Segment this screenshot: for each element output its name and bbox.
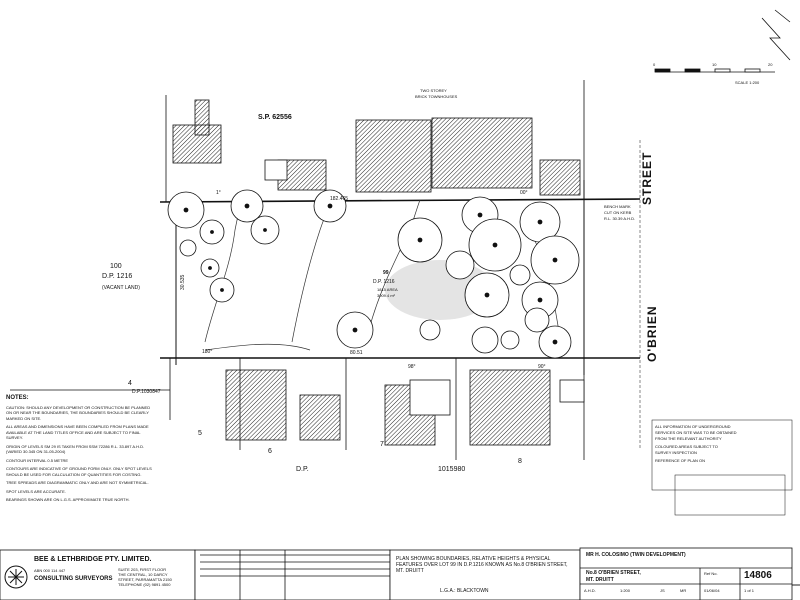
legend-line: SERVICES ON SITE WAS TO BE OBTAINED [655,430,737,435]
client-name: MR H. COLOSIMO (TWIN DEVELOPMENT) [586,552,686,558]
note-item: CONTOURS ARE INDICATIVE OF GROUND FORM O… [6,466,152,477]
two-storey-sub-label: BRICK TOWNHOUSES [415,94,458,99]
legend-list-frame [674,474,786,516]
scale-tick-0: 0 [653,62,656,67]
street-name-obrien: O'BRIEN [645,305,659,362]
bench-mark-line1: BENCH MARK [604,204,631,209]
bottom-dp-number: 1015980 [438,466,466,473]
title-block-frame [0,547,793,600]
legend-line: ALL INFORMATION OF UNDERGROUND [655,424,731,429]
date-value: 01/06/04 [704,588,720,593]
bench-mark-line3: R.L. 30.39 A.H.D. [604,216,636,221]
drawn-value: JS [660,588,665,593]
company-subtitle: CONSULTING SURVEYORS [34,576,113,582]
datum-value: A.H.D. [584,588,596,593]
legend-frame [651,419,793,491]
company-acn: ABN 000 114 447 [34,568,66,573]
legend-line: SURVEY INSPECTION [655,450,697,455]
adjoining-buildings [172,99,585,446]
scale-value: 1:200 [620,588,631,593]
adjoining-lot-number: 100 [110,263,122,270]
street-name-label: STREET [640,151,654,205]
company-name: BEE & LETHBRIDGE PTY. LIMITED. [34,556,152,563]
lot4-dp: D.P.1030847 [132,389,161,395]
note-item: TREE SPREADS ARE DIAGRAMMATIC ONLY AND A… [6,480,149,485]
adjoining-lot-status: (VACANT LAND) [102,285,140,291]
company-address: THE CENTRAL, 10 DARCY [118,572,168,577]
two-storey-label: TWO STOREY [420,88,447,93]
left-side-dimension: 30.535 [180,274,186,290]
company-logo [4,565,28,589]
checked-value: MR [680,588,687,593]
site-address-line1: No.8 O'BRIEN STREET, [586,570,641,576]
top-boundary-dimension: 182.465 [330,196,349,202]
bottom-angle-mid: 98° [408,364,416,370]
lot-number: 99 [383,270,389,276]
bottom-dp-label: D.P. [296,466,309,473]
left-angle: 1° [216,190,221,196]
company-address: STREET, PARRAMATTA 2150 [118,577,172,582]
lga-label: L.G.A.: BLACKTOWN [440,588,489,594]
top-angle: 00° [520,190,528,196]
legend-line: FROM THE RELEVANT AUTHORITY [655,436,722,441]
lot-dp: D.P. 1216 [373,279,395,285]
site-address-line2: MT. DRUITT [586,577,614,583]
lot-8-label: 8 [518,458,522,465]
scale-tick-20: 20 [768,62,773,67]
tree-canopies [167,189,580,359]
company-address: SUITE 203, FIRST FLOOR [118,567,167,572]
sheet-value: 1 of 1 [744,588,755,593]
notes-heading: NOTES: [6,395,29,401]
legend-line: COLOURED AREAS SUBJECT TO [655,444,718,449]
scale-bar [654,68,775,73]
note-item: SPOT LEVELS ARE ACCURATE. [6,488,66,494]
note-item: BEARINGS SHOWN ARE ON L.G.S. APPROXIMATE… [6,497,130,502]
lot-6-label: 6 [268,448,272,455]
lot4-label: 4 [128,380,132,387]
adjoining-lot-dp: D.P. 1216 [102,273,133,280]
lot-area-label: 1815 AREA [377,287,398,292]
notes-block: NOTES: CAUTION: SHOULD ANY DEVELOPMENT O… [6,395,156,506]
ref-number: 14806 [744,570,772,581]
note-item: CONTOUR INTERVAL 0.5 METRE [6,457,69,463]
plan-description: PLAN SHOWING BOUNDARIES, RELATIVE HEIGHT… [396,556,568,574]
note-item: CAUTION: SHOULD ANY DEVELOPMENT OR CONST… [6,404,151,421]
company-address: TELEPHONE (02) 9891 4500 [118,582,171,587]
note-item: ORIGIN OF LEVELS SM 29 IS TAKEN FROM SSM… [6,443,145,455]
scale-tick-10: 10 [712,62,717,67]
note-item: ALL AREAS AND DIMENSIONS HAVE BEEN COMPI… [6,424,149,440]
bottom-angle-right: 90° [538,364,546,370]
legend-line: REFERENCE OF PLAN ON [655,458,706,463]
bottom-angle-left: 180° [202,349,213,355]
scale-label: SCALE 1:200 [735,80,760,85]
lot-7-label: 7 [380,441,384,448]
north-arrow [761,9,791,61]
sp-label: S.P. 62556 [258,114,292,121]
ref-label: Ref No. [704,571,718,576]
lot-5-label: 5 [198,430,202,437]
bottom-boundary-dimension: 80.51 [350,350,363,356]
bench-mark-line2: CUT ON KERB [604,210,632,215]
lot-area-value: 3009.4 m² [377,293,396,298]
